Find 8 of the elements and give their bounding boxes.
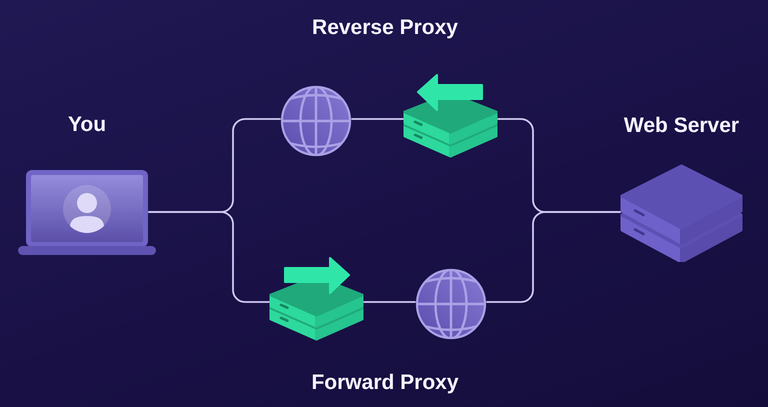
- node-label: Web Server: [624, 113, 740, 139]
- connector-line: [148, 211, 270, 303]
- connector-line: [486, 211, 621, 303]
- connector-line: [351, 118, 404, 120]
- section-heading: Forward Proxy: [311, 370, 459, 396]
- connector-line: [363, 301, 416, 303]
- section-heading: Reverse Proxy: [312, 15, 458, 41]
- node-label: You: [68, 112, 106, 138]
